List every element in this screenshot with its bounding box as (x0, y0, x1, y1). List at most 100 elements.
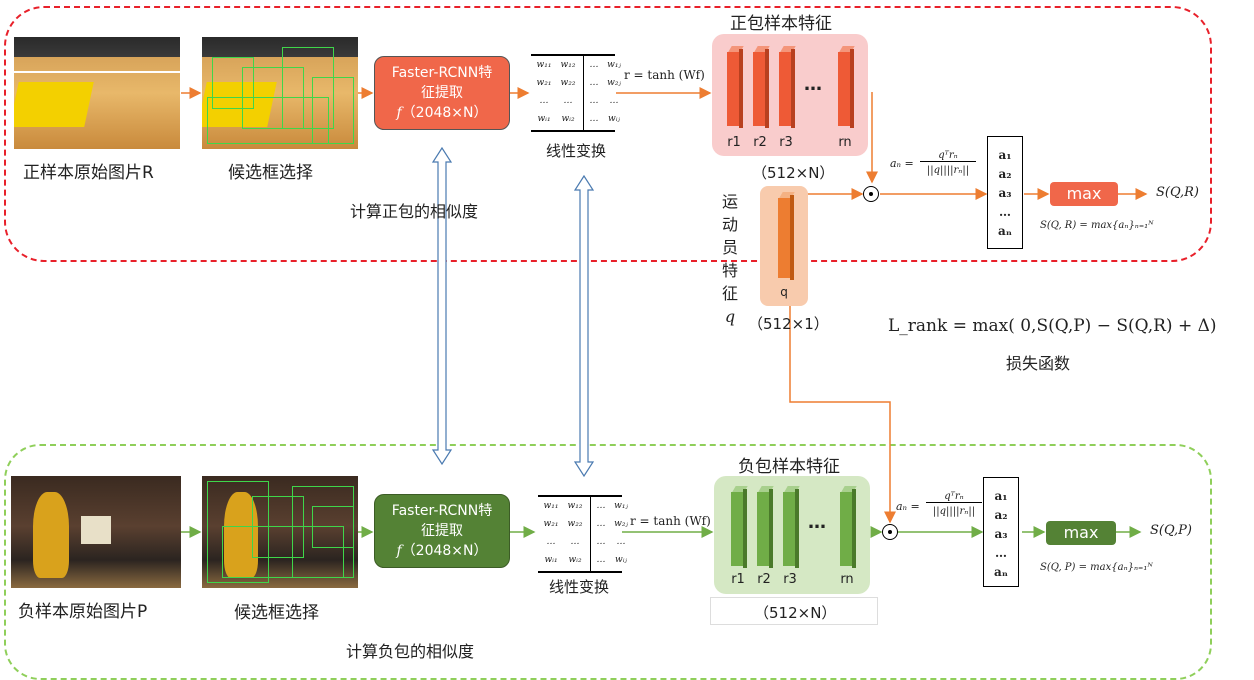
athlete-q-var: q (724, 307, 736, 326)
matrix-cell: wᵢⱼ (608, 114, 620, 124)
negative-an: aₙ (993, 565, 1008, 579)
positive-feature-bar-r2 (753, 46, 770, 128)
positive-a1: a₁ (998, 148, 1012, 162)
negative-feature-bar-rn (840, 486, 857, 568)
negative-dims: （512×N） (754, 604, 837, 622)
positive-an-den: ||q||||rₙ|| (926, 165, 970, 176)
arrow-q-to-dot-neg (789, 306, 896, 524)
positive-candidate-caption: 候选框选择 (228, 163, 313, 183)
negative-feature-bar-r3 (783, 486, 800, 568)
negative-a1: a₁ (994, 489, 1008, 503)
positive-score-formula: S(Q, R) = max{aₙ}ₙ₌₁ᴺ (1040, 220, 1154, 231)
athlete-char-3: 员 (721, 238, 738, 257)
positive-a-vector: a₁ a₂ a₃ … aₙ (987, 136, 1023, 249)
negative-fbox-line1: Faster-RCNN特 (391, 503, 493, 519)
matrix-cell: w₂₁ (543, 519, 559, 529)
matrix-cell: wᵢ₂ (568, 555, 582, 565)
positive-similarity-caption: 计算正包的相似度 (350, 202, 479, 221)
positive-candidate-image (202, 37, 358, 149)
negative-adots: … (995, 546, 1007, 560)
negative-candidate-image (202, 476, 358, 588)
positive-raw-caption: 正样本原始图片R (23, 163, 154, 183)
positive-feature-ellipsis: … (804, 74, 822, 95)
negative-faster-rcnn-box: Faster-RCNN特 征提取 𝑓（2048×N） (374, 494, 510, 568)
matrix-cell: … (563, 96, 573, 106)
negative-fbox-line3: （2048×N） (401, 543, 488, 559)
matrix-cell: w₁₂ (560, 60, 576, 70)
negative-a-vector: a₁ a₂ a₃ … aₙ (983, 477, 1019, 587)
matrix-cell: wᵢ₁ (544, 555, 558, 565)
negative-fbox-line2: 征提取 (421, 523, 463, 539)
negative-feature-bar-r1 (731, 486, 748, 568)
positive-score: S(Q,R) (1156, 185, 1199, 200)
positive-fbox-line3: （2048×N） (401, 105, 488, 121)
negative-label-r2: r2 (757, 572, 771, 587)
matrix-cell: … (570, 537, 580, 547)
positive-an-lhs: aₙ = (890, 157, 914, 170)
positive-a3: a₃ (998, 186, 1012, 200)
matrix-cell: … (589, 96, 599, 106)
negative-an-num: qᵀrₙ (926, 491, 982, 503)
positive-label-r2: r2 (753, 135, 767, 150)
matrix-cell: w₂ⱼ (607, 78, 621, 88)
positive-label-rn: rn (838, 135, 852, 150)
matrix-cell: … (539, 96, 549, 106)
matrix-cell: … (589, 60, 599, 70)
athlete-char-2: 动 (721, 215, 738, 234)
loss-formula: L_rank = max( 0,S(Q,P) − S(Q,R) + Δ) (888, 316, 1217, 336)
matrix-cell: w₁ⱼ (607, 60, 621, 70)
positive-fbox-line1: Faster-RCNN特 (391, 65, 493, 81)
negative-feature-bar-r2 (757, 486, 774, 568)
matrix-cell: … (596, 555, 606, 565)
athlete-char-5: 征 (721, 284, 738, 303)
athlete-feature-bar (778, 192, 795, 280)
positive-feature-bar-rn (838, 46, 855, 128)
positive-label-r3: r3 (779, 135, 793, 150)
negative-candidate-caption: 候选框选择 (234, 603, 319, 623)
matrix-cell: wᵢ₁ (537, 114, 551, 124)
positive-label-r1: r1 (727, 135, 741, 150)
positive-fbox-fvar: 𝑓 (396, 105, 402, 121)
positive-adots: … (999, 205, 1011, 219)
athlete-char-1: 运 (721, 192, 738, 211)
athlete-char-4: 特 (721, 261, 738, 280)
positive-max-box: max (1050, 182, 1118, 206)
positive-elementwise-product-icon (863, 186, 879, 202)
positive-an-num: qᵀrₙ (920, 150, 976, 162)
negative-label-rn: rn (840, 572, 854, 587)
athlete-bar-label: q (780, 285, 788, 299)
shared-weights-double-arrow-fbox (431, 146, 453, 466)
negative-a3: a₃ (994, 527, 1008, 541)
matrix-cell: … (616, 537, 626, 547)
positive-dims: （512×N） (752, 164, 835, 182)
negative-raw-caption: 负样本原始图片P (18, 602, 148, 622)
positive-a2: a₂ (998, 167, 1012, 181)
matrix-cell: … (589, 78, 599, 88)
matrix-cell: w₂₂ (567, 519, 583, 529)
negative-tanh-formula: r = tanh (Wf) (630, 514, 711, 528)
positive-an: aₙ (997, 224, 1012, 238)
matrix-cell: w₁₂ (567, 501, 583, 511)
negative-dims-frame (710, 597, 878, 625)
matrix-cell: … (546, 537, 556, 547)
negative-feature-ellipsis: … (808, 512, 826, 533)
negative-an-lhs: aₙ = (896, 500, 920, 513)
negative-max-box: max (1046, 521, 1116, 545)
negative-fbox-fvar: 𝑓 (396, 543, 402, 559)
negative-raw-image (11, 476, 181, 588)
matrix-cell: w₁₁ (536, 60, 552, 70)
positive-fbox-line2: 征提取 (421, 85, 463, 101)
positive-faster-rcnn-box: Faster-RCNN特 征提取 𝑓（2048×N） (374, 56, 510, 130)
negative-bag-title: 负包样本特征 (738, 457, 840, 477)
negative-score-formula: S(Q, P) = max{aₙ}ₙ₌₁ᴺ (1040, 562, 1153, 573)
positive-linear-caption: 线性变换 (546, 142, 607, 160)
matrix-cell: wᵢ₂ (561, 114, 575, 124)
matrix-cell: … (609, 96, 619, 106)
matrix-cell: … (596, 519, 606, 529)
negative-a2: a₂ (994, 508, 1008, 522)
negative-label-r3: r3 (783, 572, 797, 587)
shared-weights-double-arrow-linear (573, 174, 595, 478)
